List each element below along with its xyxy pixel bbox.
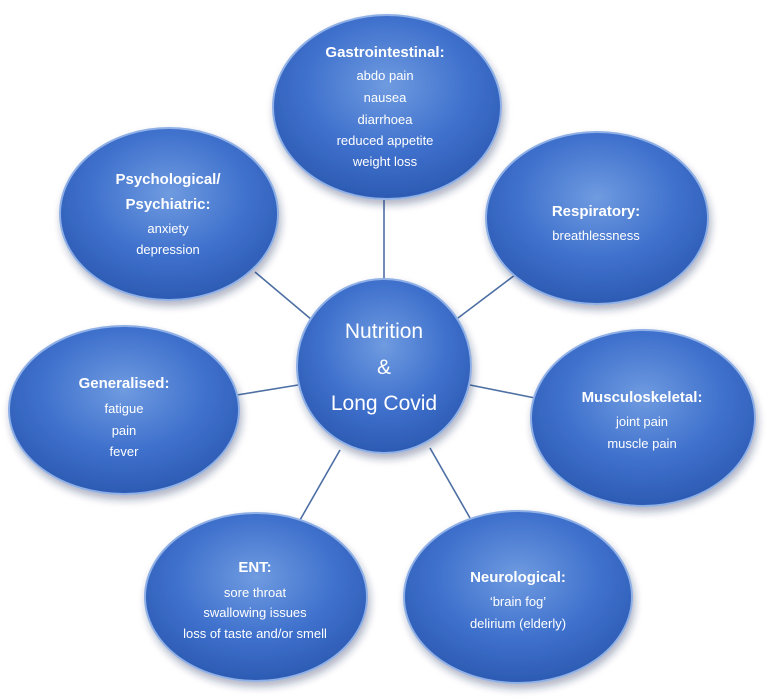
node-item: muscle pain (607, 436, 676, 451)
node-neurological: Neurological: ‘brain fog’ delirium (elde… (403, 510, 633, 684)
node-item: anxiety (147, 221, 189, 236)
node-item: breathlessness (552, 228, 640, 243)
node-item: reduced appetite (337, 133, 434, 148)
node-respiratory: Respiratory: breathlessness (485, 131, 709, 305)
connector-respiratory (457, 274, 516, 319)
node-title: Psychological/ (115, 171, 221, 188)
connectors (236, 200, 536, 521)
node-item: delirium (elderly) (470, 616, 566, 631)
node-title: Psychiatric: (125, 196, 210, 213)
node-item: fatigue (104, 401, 143, 416)
node-musculoskeletal: Musculoskeletal: joint pain muscle pain (530, 329, 756, 507)
node-gastrointestinal: Gastrointestinal: abdo pain nausea diarr… (272, 14, 502, 200)
node-ent: ENT: sore throat swallowing issues loss … (144, 512, 368, 682)
center-line-2: & (377, 356, 391, 379)
node-title: Gastrointestinal: (325, 44, 444, 61)
node-title: Neurological: (470, 569, 566, 586)
node-item: joint pain (615, 414, 668, 429)
connector-musculoskeletal (469, 384, 536, 399)
node-item: diarrhoea (358, 112, 414, 127)
connector-neurological (429, 447, 471, 519)
node-generalised: Generalised: fatigue pain fever (8, 325, 240, 495)
center-node: Nutrition & Long Covid (296, 278, 472, 454)
node-item: nausea (364, 90, 407, 105)
connector-ent (299, 449, 341, 521)
center-line-3: Long Covid (331, 392, 437, 415)
connector-generalised (236, 384, 299, 396)
node-item: ‘brain fog’ (490, 594, 546, 609)
node-item: sore throat (224, 585, 287, 600)
node-item: loss of taste and/or smell (183, 626, 327, 641)
node-item: depression (136, 242, 200, 257)
connector-psychological (254, 271, 313, 321)
node-item: abdo pain (356, 68, 413, 83)
node-title: ENT: (238, 559, 271, 576)
center-line-1: Nutrition (345, 320, 423, 343)
node-title: Musculoskeletal: (582, 389, 703, 406)
node-title: Respiratory: (552, 203, 640, 220)
node-item: weight loss (352, 154, 418, 169)
node-item: fever (110, 444, 140, 459)
node-psychological: Psychological/ Psychiatric: anxiety depr… (59, 127, 279, 301)
node-item: pain (112, 423, 137, 438)
node-title: Generalised: (79, 375, 170, 392)
node-item: swallowing issues (203, 605, 307, 620)
